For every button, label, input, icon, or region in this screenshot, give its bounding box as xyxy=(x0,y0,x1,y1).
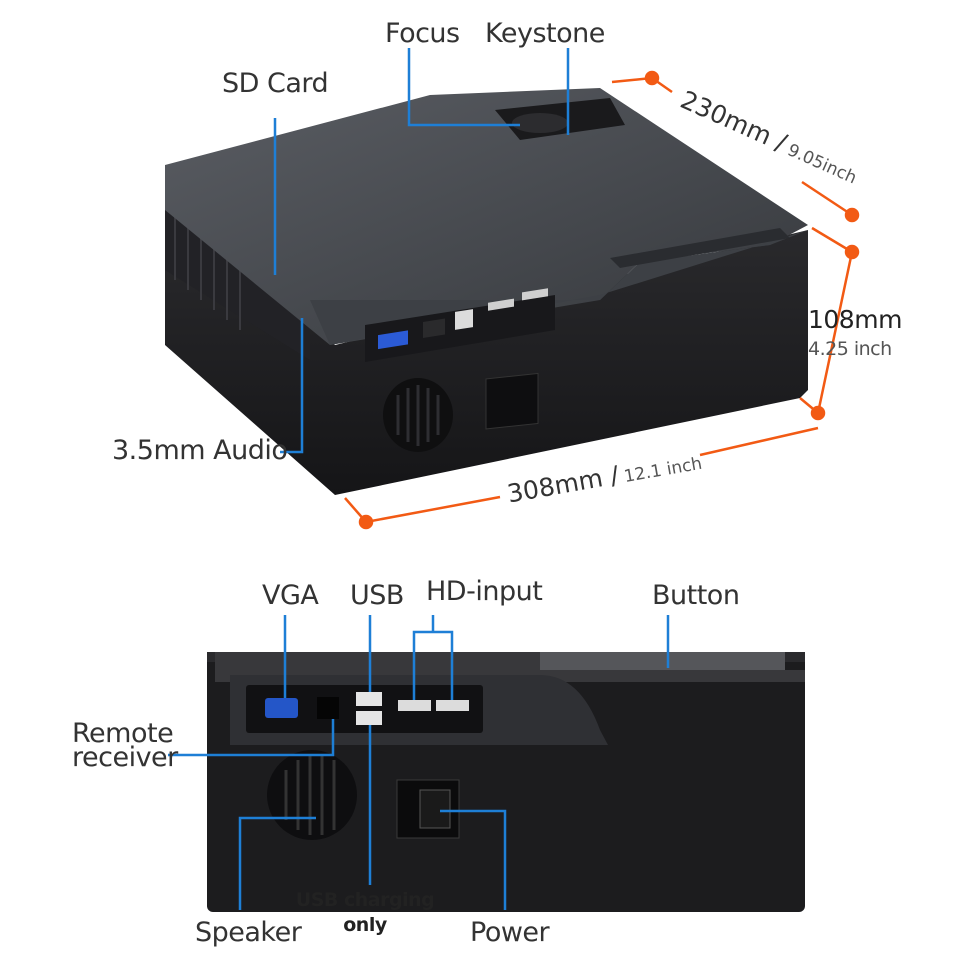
power-callout xyxy=(440,809,507,910)
audio-label: 3.5mm Audio xyxy=(112,435,288,466)
audio-callout xyxy=(280,318,304,454)
focus-label: Focus xyxy=(385,18,460,49)
vga-port-rear xyxy=(265,698,298,718)
hd-port-2 xyxy=(436,700,469,711)
power-label: Power xyxy=(470,917,550,948)
vga-label: VGA xyxy=(262,580,319,611)
projector-top-panel xyxy=(165,88,808,345)
keystone-label: Keystone xyxy=(485,18,605,49)
speaker-callout xyxy=(238,816,316,910)
sdcard-label: SD Card xyxy=(222,68,329,99)
projector-body xyxy=(165,210,808,495)
remote-label-line2: receiver xyxy=(72,742,178,773)
usb-port-top xyxy=(356,692,382,706)
usb-charging-label: USB charging only xyxy=(295,888,435,938)
usb-port-bottom xyxy=(356,711,382,725)
remote-receiver xyxy=(317,697,339,719)
speaker-label: Speaker xyxy=(195,917,302,948)
hd-port-1 xyxy=(398,700,431,711)
button-strip xyxy=(540,652,785,670)
focus-callout xyxy=(407,48,520,127)
remote-label-line1: Remote xyxy=(72,718,174,749)
usb-charging-line1: USB charging xyxy=(295,889,435,911)
power-socket xyxy=(485,372,539,430)
projector-rear-view xyxy=(168,615,805,912)
height-inch: 4.25 inch xyxy=(808,338,892,360)
height-mm: 108mm xyxy=(808,305,902,334)
usb-label: USB xyxy=(350,580,404,611)
hd-input-label: HD-input xyxy=(426,576,543,607)
rear-speaker-grille xyxy=(267,750,357,840)
remote-receiver-label: Remote receiver xyxy=(72,718,178,773)
projector-angle-view xyxy=(165,48,860,530)
button-label: Button xyxy=(652,580,740,611)
height-dimension-line xyxy=(811,226,853,254)
vga-port xyxy=(378,330,408,350)
remote-callout xyxy=(168,719,335,757)
usb-charging-line2: only xyxy=(343,914,387,936)
